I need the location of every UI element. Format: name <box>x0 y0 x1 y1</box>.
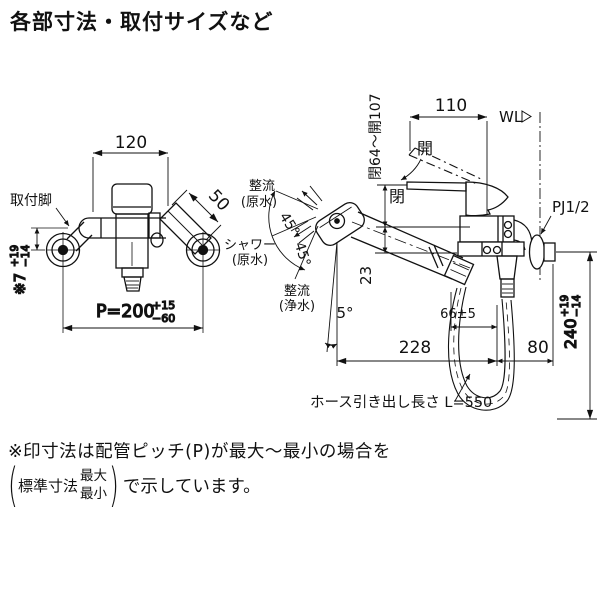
thread-size-label: PJ1/2 <box>552 198 590 216</box>
page-title: 各部寸法・取付サイズなど <box>10 10 274 34</box>
footnote-line2: ( 標準寸法 最大 最小 ) で示しています。 <box>8 458 568 512</box>
dim-reach-chain <box>336 242 554 366</box>
front-faucet-body <box>78 183 166 292</box>
side-body <box>457 215 533 298</box>
dim-hose-drop-minus: −14 <box>571 295 583 317</box>
footnote-min: 最小 <box>79 485 107 502</box>
footnote-standard-label: 標準寸法 <box>17 477 78 496</box>
dim-handle-height <box>375 184 470 254</box>
front-dim-offset-label: ※7 +19 −14 <box>8 244 32 296</box>
hose-length-label: ホース引き出し長さ L=550 <box>310 394 492 411</box>
dim-outlet-drop-label: 23 <box>357 266 375 285</box>
hose-length-leader <box>454 373 471 402</box>
angle-upper-label: 45° <box>276 210 303 240</box>
handle-open-label: 開 <box>417 139 433 158</box>
footnote-suffix: で示しています。 <box>122 477 261 498</box>
dim-handle-height-label: 閉64〜開107 <box>368 93 384 180</box>
spout-angle-label: 5° <box>336 304 353 322</box>
dim-hose-drop <box>556 251 597 420</box>
wall-line-label: WL <box>499 108 523 126</box>
footnote: ※印寸法は配管ピッチ(P)が最大〜最小の場合を ( 標準寸法 最大 最小 ) で… <box>8 438 568 512</box>
spray-mid-line1: シャワー <box>224 238 276 253</box>
spray-top-line2: (原水) <box>241 195 277 210</box>
front-dim-width-label: 120 <box>115 133 147 153</box>
spray-head <box>290 185 365 247</box>
mounting-leg-label: 取付脚 <box>10 193 52 209</box>
wall-line-marker <box>521 110 532 123</box>
front-dim-pitch-base: P=200 <box>96 302 155 322</box>
dim-spout-reach-label: 228 <box>399 338 431 358</box>
spray-top-line1: 整流 <box>249 179 275 194</box>
dim-handle-reach <box>409 113 488 214</box>
spout-angle <box>324 241 338 353</box>
handle-closed-label: 閉 <box>389 187 405 206</box>
front-dim-eccentric-label: 50 <box>204 186 233 215</box>
front-dim-width <box>92 149 169 212</box>
front-dim-offset-plus: +19 <box>9 245 21 267</box>
angle-lower-label: 45° <box>291 240 314 268</box>
handle-open <box>408 147 482 185</box>
spray-bottom-line2: (浄水) <box>279 299 315 314</box>
mounting-leg-leader <box>55 207 70 227</box>
front-left-leg <box>45 221 93 268</box>
spray-mid-line2: (原水) <box>232 253 268 268</box>
swivel-angles <box>268 190 319 280</box>
front-dim-pitch-minus: −60 <box>152 312 175 325</box>
dim-hose-drop-plus: +19 <box>559 295 571 317</box>
footnote-max: 最大 <box>79 468 107 485</box>
front-dim-pitch-plus: +15 <box>152 299 175 312</box>
wall-flange <box>528 234 556 270</box>
handle-closed <box>406 181 509 217</box>
front-dim-offset-minus: −14 <box>20 245 32 267</box>
dim-handle-reach-label: 110 <box>435 96 467 116</box>
dim-wall-clearance-label: 80 <box>527 338 549 358</box>
pullout-hose <box>447 286 515 411</box>
dim-hose-offset <box>450 292 498 366</box>
footnote-line1: ※印寸法は配管ピッチ(P)が最大〜最小の場合を <box>8 442 391 462</box>
dim-hose-drop-label: 240 +19 −14 <box>558 294 583 350</box>
front-dim-eccentric <box>171 189 222 241</box>
dim-hose-drop-base: 240 <box>561 318 580 349</box>
footnote-paren-close: ) <box>109 458 119 512</box>
spray-bottom-line1: 整流 <box>284 284 310 299</box>
spout <box>350 211 475 286</box>
front-right-leg <box>159 202 221 268</box>
front-dim-pitch-label: P=200 +15 −60 <box>95 298 176 325</box>
footnote-max-min: 最大 最小 <box>80 468 107 503</box>
side-view: WL 開 閉 <box>224 93 597 420</box>
handle-motion-arrow <box>400 158 422 181</box>
spray-mode-labels: 整流 (原水) シャワー (原水) 整流 (浄水) <box>224 179 315 314</box>
thread-leader <box>540 215 552 235</box>
footnote-paren-open: ( <box>8 458 18 512</box>
dim-hose-offset-label: 66±5 <box>440 307 476 322</box>
front-view: 120 50 取付脚 ※7 +19 −14 <box>8 133 233 333</box>
front-dim-offset-base: ※7 <box>11 273 29 295</box>
